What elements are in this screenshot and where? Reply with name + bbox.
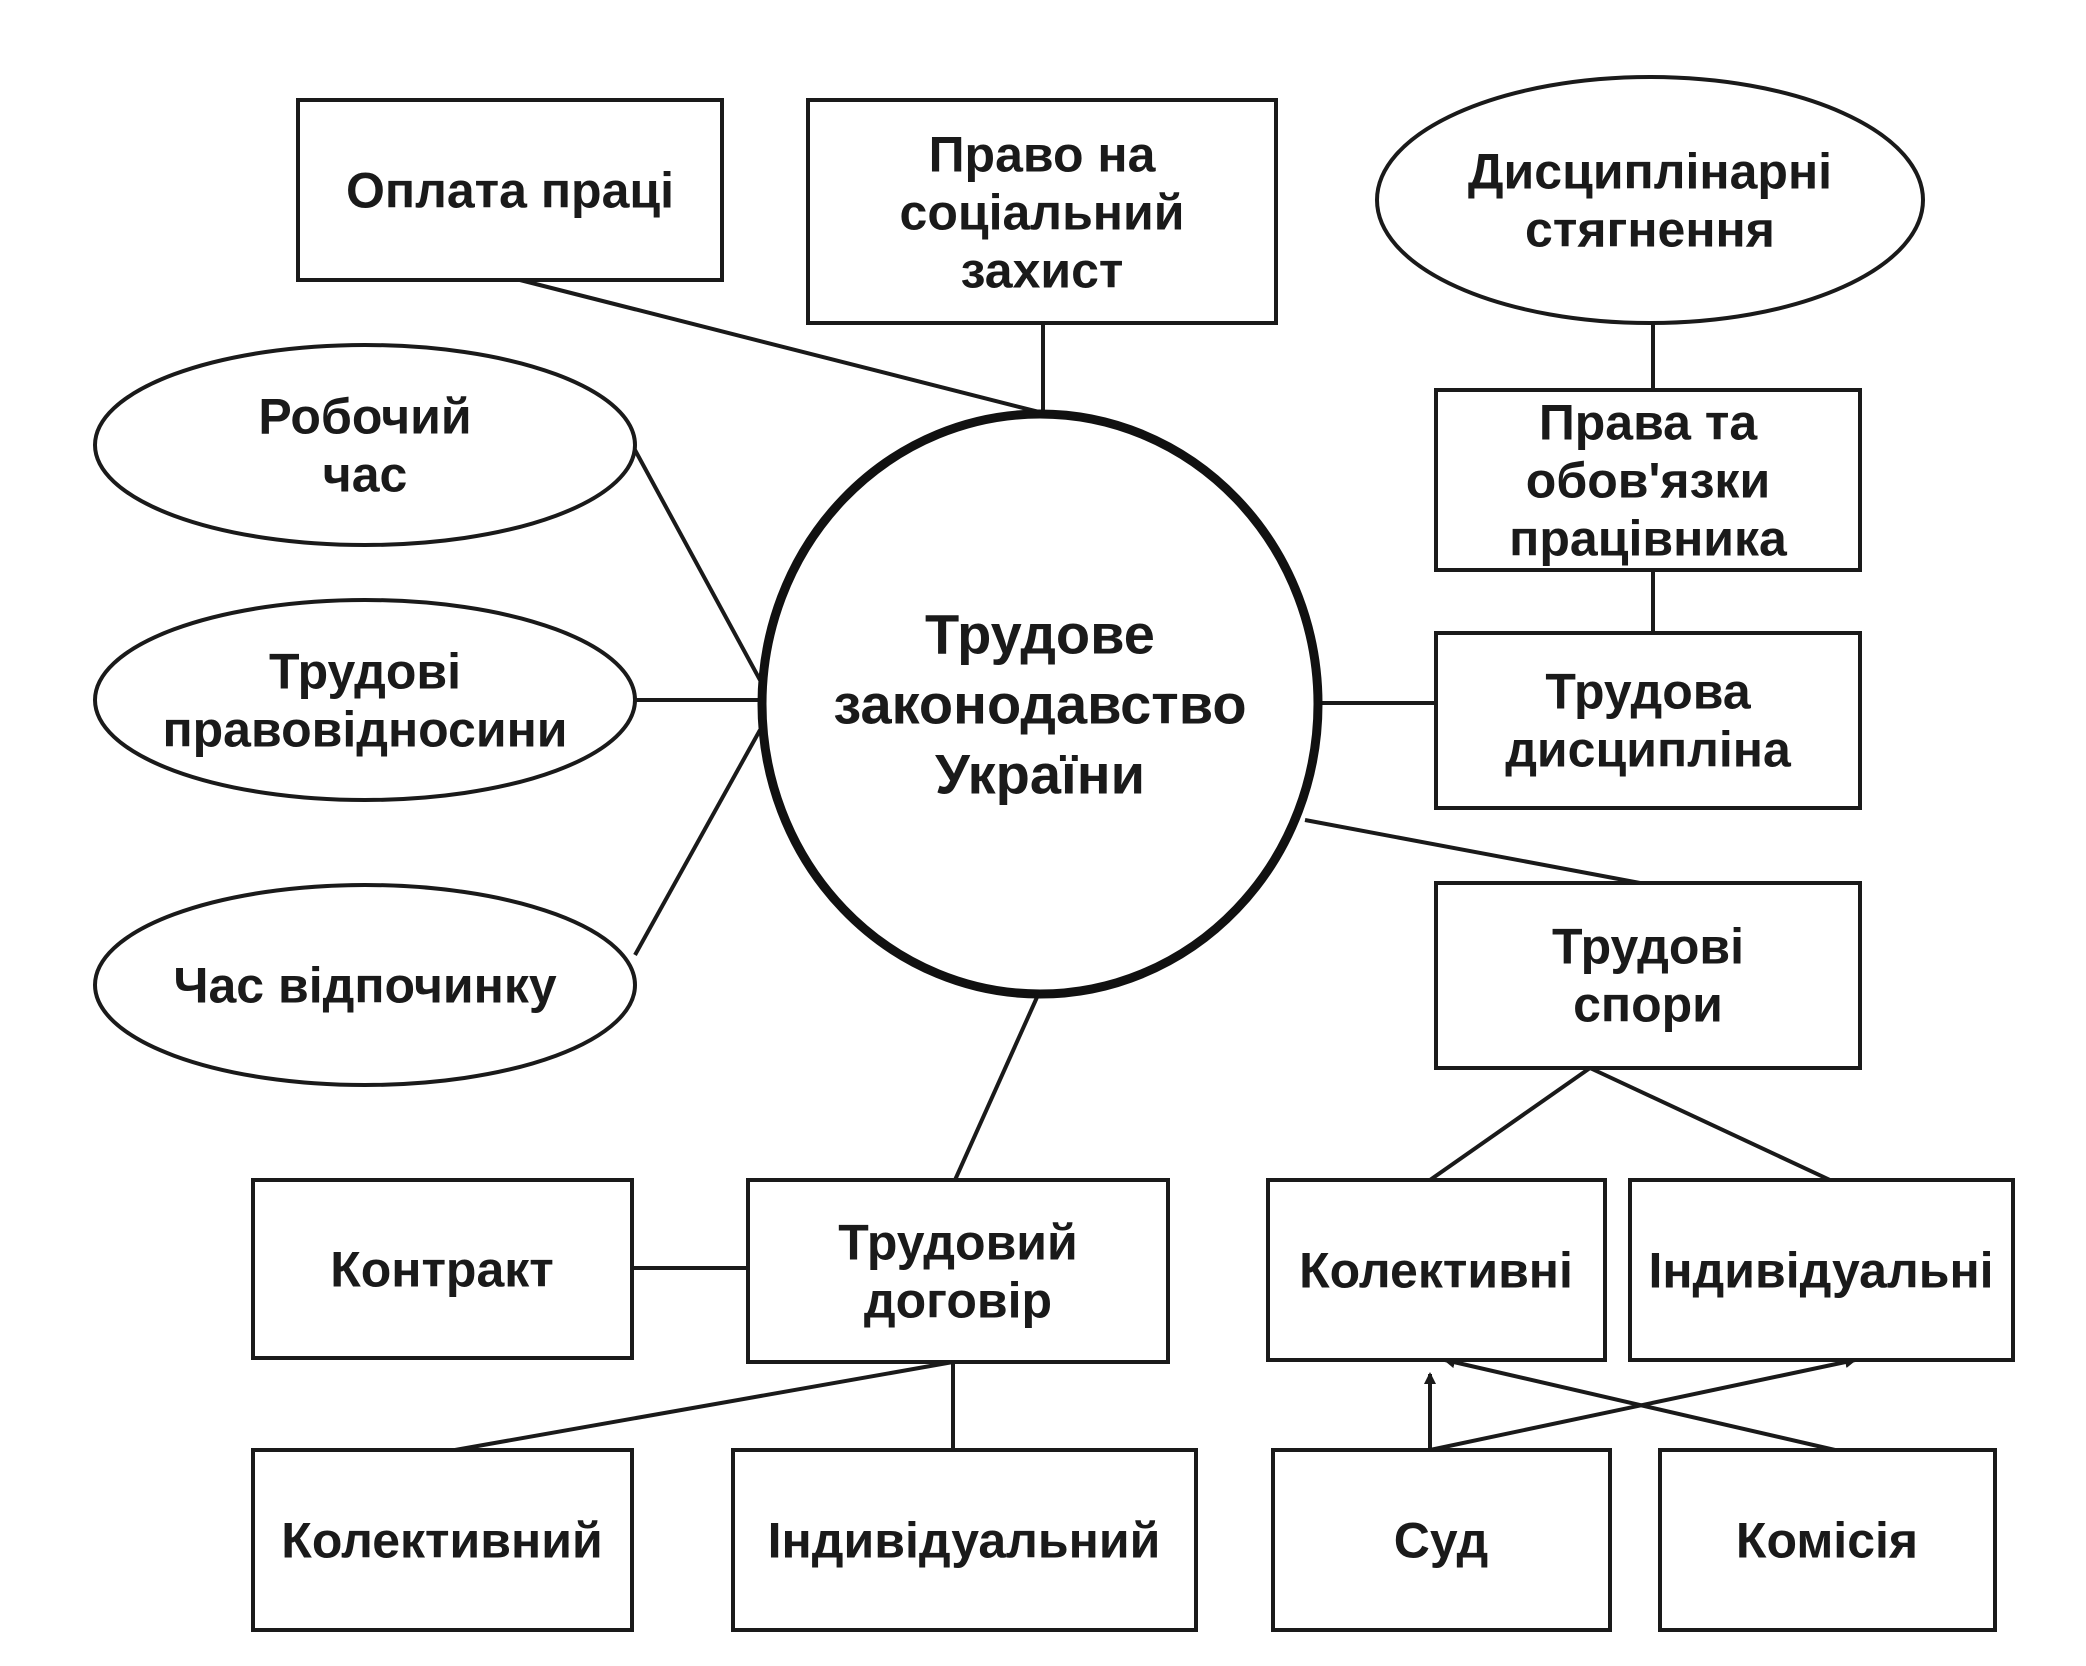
- wages-label: Оплата праці: [346, 163, 674, 219]
- label-line: Контракт: [330, 1242, 554, 1298]
- label-line: України: [935, 743, 1145, 806]
- individual-agreement-box: [731, 1448, 1198, 1632]
- label-line: Трудове: [925, 603, 1155, 666]
- label-line: Трудові: [1552, 919, 1744, 975]
- individual-agreement-label: Індивідуальний: [768, 1513, 1161, 1569]
- edge-commission-collective: [1443, 1356, 1836, 1452]
- wages-box: [296, 98, 724, 282]
- label-line: договір: [864, 1273, 1052, 1329]
- label-line: спори: [1573, 977, 1723, 1033]
- rest-time-ellipse: [93, 883, 637, 1087]
- disciplinary-penalties-ellipse: [1375, 75, 1925, 325]
- node-rest-time: Час відпочинку: [93, 883, 637, 1087]
- labor-relations-ellipse: [93, 598, 637, 802]
- edge-center-labor-disputes: [1304, 818, 1641, 885]
- node-wages: Оплата праці: [296, 98, 724, 282]
- rest-time-label: Час відпочинку: [173, 958, 556, 1014]
- edge-working-time-center: [633, 449, 762, 681]
- label-line: Колективний: [281, 1513, 602, 1569]
- label-line: Право на: [929, 127, 1157, 183]
- employment-agreement-box: [746, 1178, 1170, 1364]
- label-line: Оплата праці: [346, 163, 674, 219]
- collective-disputes-box: [1266, 1178, 1607, 1362]
- edge-wages-center: [519, 278, 1044, 415]
- label-line: Колективні: [1299, 1243, 1573, 1299]
- label-line: стягнення: [1525, 202, 1775, 258]
- label-line: Трудовий: [838, 1215, 1078, 1271]
- social-protection-box: [806, 98, 1278, 325]
- working-time-ellipse: [93, 343, 637, 547]
- node-commission: Комісія: [1658, 1448, 1997, 1632]
- label-line: Комісія: [1736, 1513, 1918, 1569]
- label-line: Трудові: [269, 644, 461, 700]
- labor-disputes-box: [1434, 881, 1862, 1070]
- label-line: Індивідуальні: [1648, 1243, 1993, 1299]
- collective-agreement-box: [251, 1448, 634, 1632]
- edge-disputes-individual: [1589, 1066, 1831, 1182]
- label-line: законодавство: [833, 673, 1246, 736]
- collective-disputes-label: Колективні: [1299, 1243, 1573, 1299]
- commission-label: Комісія: [1736, 1513, 1918, 1569]
- label-line: захист: [961, 243, 1124, 299]
- edge-center-employment-agreement: [953, 994, 1040, 1181]
- label-line: Суд: [1394, 1513, 1488, 1569]
- label-line: Час відпочинку: [173, 958, 556, 1014]
- edge-rest-time-center: [633, 729, 762, 956]
- court-label: Суд: [1394, 1513, 1488, 1569]
- contract-box: [251, 1178, 634, 1360]
- label-line: правовідносини: [162, 702, 567, 758]
- node-court: Суд: [1271, 1448, 1612, 1632]
- label-line: Дисциплінарні: [1468, 144, 1832, 200]
- connectors: [454, 278, 1857, 1452]
- label-line: час: [323, 447, 408, 503]
- commission-box: [1658, 1448, 1997, 1632]
- edge-agreement-collective: [454, 1360, 954, 1452]
- individual-disputes-box: [1628, 1178, 2015, 1362]
- node-individual-disputes: Індивідуальні: [1628, 1178, 2015, 1362]
- individual-disputes-label: Індивідуальні: [1648, 1243, 1993, 1299]
- label-line: соціальний: [900, 185, 1185, 241]
- label-line: Індивідуальний: [768, 1513, 1161, 1569]
- label-line: Робочий: [258, 389, 471, 445]
- employee-rights-box: [1434, 388, 1862, 572]
- label-line: дисципліна: [1505, 722, 1792, 778]
- node-contract: Контракт: [251, 1178, 634, 1360]
- center-ellipse: [757, 409, 1323, 999]
- node-collective-disputes: Колективні: [1266, 1178, 1607, 1362]
- label-line: Трудова: [1545, 664, 1751, 720]
- node-individual-agreement: Індивідуальний: [731, 1448, 1198, 1632]
- contract-label: Контракт: [330, 1242, 554, 1298]
- collective-agreement-label: Колективний: [281, 1513, 602, 1569]
- court-box: [1271, 1448, 1612, 1632]
- label-line: обов'язки: [1526, 453, 1770, 509]
- edge-disputes-collective: [1428, 1066, 1592, 1182]
- labor-discipline-box: [1434, 631, 1862, 810]
- label-line: Права та: [1539, 395, 1759, 451]
- label-line: працівника: [1509, 511, 1788, 567]
- node-collective-agreement: Колективний: [251, 1448, 634, 1632]
